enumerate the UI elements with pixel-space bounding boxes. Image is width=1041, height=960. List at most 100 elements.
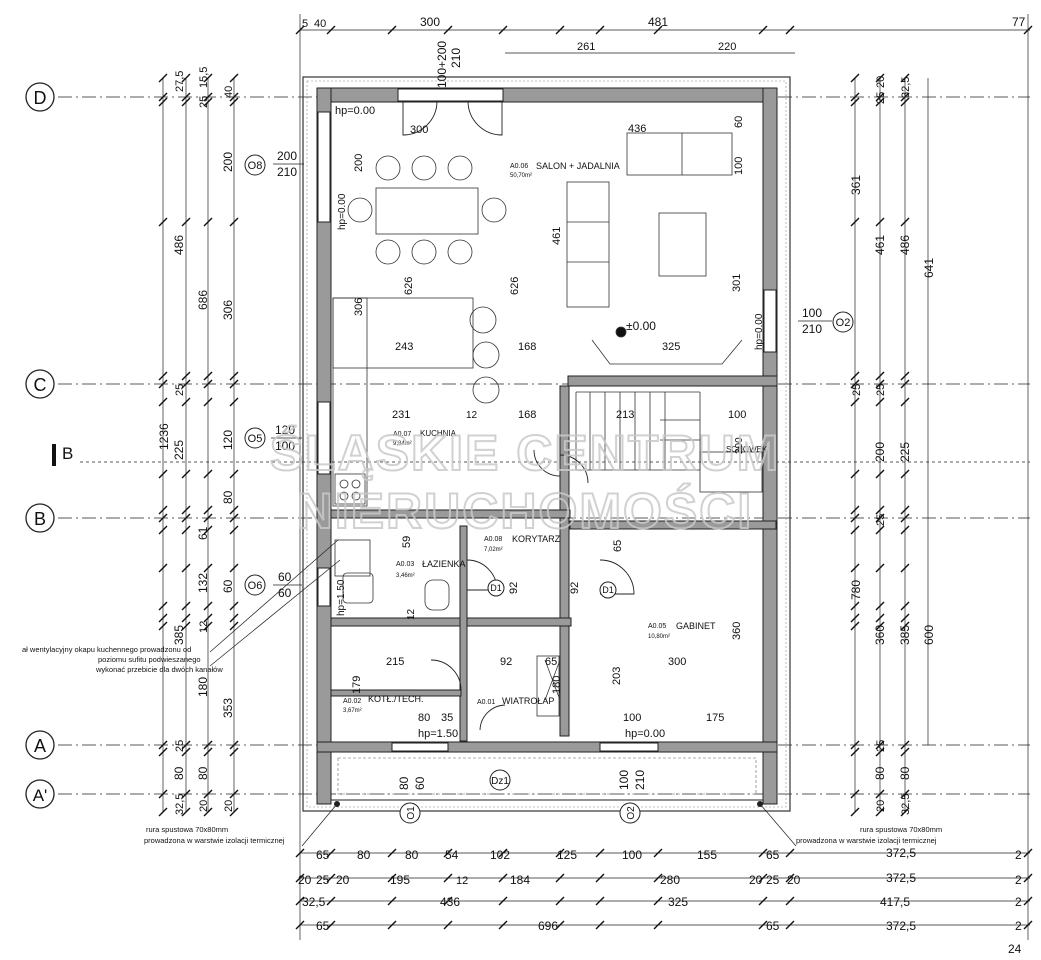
svg-text:60: 60 — [733, 116, 745, 128]
dimension-tick — [181, 379, 191, 389]
svg-text:100: 100 — [733, 157, 745, 175]
dimension-tick — [295, 848, 305, 858]
svg-text:80: 80 — [397, 776, 411, 790]
dimension-tick — [758, 896, 768, 906]
section-marker-b: B — [52, 444, 73, 466]
svg-text:225: 225 — [898, 442, 912, 462]
svg-text:20: 20 — [223, 800, 235, 812]
svg-text:35: 35 — [441, 712, 453, 724]
dimension-tick — [758, 873, 768, 883]
dimension-tick — [900, 397, 910, 407]
svg-text:80: 80 — [898, 766, 912, 780]
svg-text:80: 80 — [405, 848, 419, 862]
dimension-tick — [229, 97, 239, 107]
svg-text:KORYTARZ: KORYTARZ — [512, 534, 561, 544]
svg-text:200: 200 — [277, 149, 297, 163]
dimension-tick — [875, 601, 885, 611]
dimension-tick — [850, 73, 860, 83]
svg-text:195: 195 — [390, 873, 410, 887]
dimension-tick — [229, 613, 239, 623]
svg-text:2: 2 — [1015, 919, 1022, 933]
dimension-tick — [158, 789, 168, 799]
svg-text:65: 65 — [766, 919, 780, 933]
dimension-tick — [229, 371, 239, 381]
dimension-tick — [158, 97, 168, 107]
dimension-tick — [181, 513, 191, 523]
svg-text:600: 600 — [922, 625, 936, 645]
dimension-tick — [555, 896, 565, 906]
top-dimensions: 5 40 300 481 77 261 220 100+200 210 — [302, 15, 1026, 88]
dimension-tick — [326, 920, 336, 930]
dimension-tick — [850, 469, 860, 479]
dimension-tick — [875, 740, 885, 750]
svg-text:360: 360 — [731, 622, 743, 640]
svg-text:203: 203 — [611, 667, 623, 685]
dimension-tick — [203, 469, 213, 479]
svg-text:417,5: 417,5 — [880, 895, 910, 909]
dimension-tick — [850, 789, 860, 799]
svg-text:B: B — [34, 509, 46, 529]
dimension-tick — [850, 563, 860, 573]
dimension-tick — [758, 920, 768, 930]
room-korytarz: A0.08 KORYTARZ 7,02m² — [484, 534, 561, 553]
svg-text:120: 120 — [275, 423, 295, 437]
dimension-tick — [387, 25, 397, 35]
left-dimensions: 1236 486 686 225 385 200 306 120 80 61 1… — [157, 67, 235, 815]
dimension-tick — [875, 747, 885, 757]
dimension-tick — [295, 896, 305, 906]
svg-text:15,5: 15,5 — [198, 67, 210, 88]
dimension-tick — [158, 807, 168, 817]
svg-text:65: 65 — [612, 540, 624, 552]
dimension-tick — [158, 397, 168, 407]
svg-text:306: 306 — [221, 300, 235, 320]
dimension-tick — [595, 920, 605, 930]
svg-text:40: 40 — [314, 18, 326, 30]
room-gabinet: A0.05 GABINET 10,80m² — [648, 621, 716, 640]
svg-text:436: 436 — [628, 123, 646, 135]
dimension-tick — [875, 379, 885, 389]
svg-text:40: 40 — [223, 86, 235, 98]
dimension-tick — [203, 613, 213, 623]
dining-table — [375, 187, 479, 235]
svg-text:626: 626 — [509, 277, 521, 295]
svg-text:60: 60 — [278, 586, 292, 600]
svg-text:20: 20 — [749, 873, 763, 887]
door-d1-bathroom: D1 — [487, 579, 505, 597]
opening-o2-bottom: O2 100 210 — [617, 770, 647, 824]
svg-text:300: 300 — [668, 656, 686, 668]
dimension-tick — [900, 789, 910, 799]
grid-markers: D C B A A' B — [25, 82, 73, 809]
annotations: ał wentylacyjny okapu kuchennego prowadz… — [22, 539, 942, 847]
dimension-tick — [229, 525, 239, 535]
svg-text:65: 65 — [316, 919, 330, 933]
svg-text:rura spustowa 70x80mm: rura spustowa 70x80mm — [146, 825, 228, 834]
dimension-tick — [900, 469, 910, 479]
dimension-tick — [875, 513, 885, 523]
svg-text:60: 60 — [278, 570, 292, 584]
dimension-tick — [295, 920, 305, 930]
dimension-tick — [653, 920, 663, 930]
svg-text:C: C — [34, 375, 47, 395]
svg-text:27,5: 27,5 — [174, 71, 186, 92]
svg-text:O8: O8 — [248, 160, 263, 172]
right-dimensions: 361 461 486 641 780 225 200 385 360 600 … — [849, 76, 936, 815]
svg-text:175: 175 — [706, 712, 724, 724]
svg-text:D1: D1 — [602, 585, 614, 595]
svg-text:102: 102 — [490, 848, 510, 862]
svg-text:215: 215 — [386, 656, 404, 668]
dimension-tick — [900, 217, 910, 227]
svg-text:wykonać przebicie dla dwóch ka: wykonać przebicie dla dwóch kanałów — [95, 665, 223, 674]
svg-text:300: 300 — [420, 15, 440, 29]
bottom-row-2: 20 25 20 195 12 184 280 20 25 20 372,5 2 — [298, 871, 1022, 887]
dimension-tick — [158, 469, 168, 479]
watermark: ŚLĄSKIE CENTRUM NIERUCHOMOŚCI — [269, 424, 780, 540]
svg-text:626: 626 — [403, 277, 415, 295]
dimension-tick — [326, 873, 336, 883]
svg-text:641: 641 — [922, 258, 936, 278]
dimension-tick — [875, 613, 885, 623]
dimension-tick — [229, 505, 239, 515]
svg-text:25: 25 — [174, 740, 186, 752]
dimension-tick — [595, 848, 605, 858]
dimension-tick — [785, 920, 795, 930]
